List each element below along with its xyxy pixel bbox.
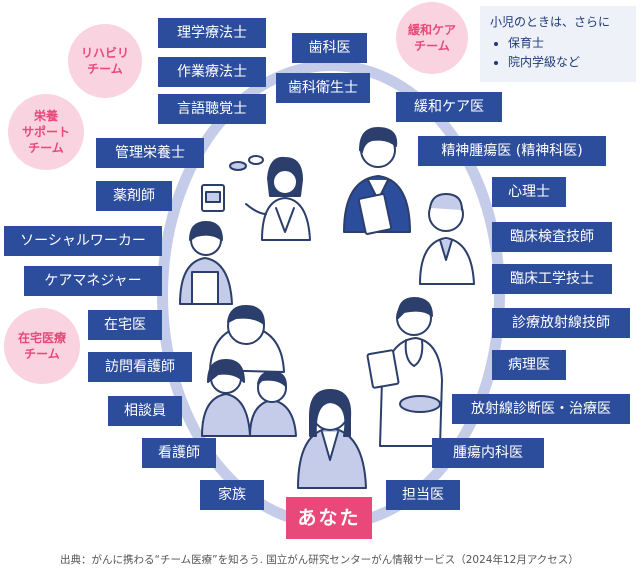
role-tag: 言語聴覚士 xyxy=(158,94,266,124)
team-circle-homecare: 在宅医療 チーム xyxy=(4,308,80,384)
role-tag: 精神腫瘍医 (精神科医) xyxy=(418,136,606,166)
role-tag: 臨床検査技師 xyxy=(492,222,612,252)
list-item: 院内学級など xyxy=(508,53,626,72)
role-tag: 病理医 xyxy=(492,350,566,380)
role-tag: 心理士 xyxy=(492,177,566,207)
role-tag: 在宅医 xyxy=(88,310,162,340)
team-circle-rehab: リハビリ チーム xyxy=(68,24,142,98)
source-citation: 出典：がんに携わる“チーム医療”を知ろう. 国立がん研究センターがん情報サービス… xyxy=(60,554,579,566)
role-tag: 緩和ケア医 xyxy=(396,92,502,122)
role-tag: 担当医 xyxy=(386,480,460,510)
role-tag: 放射線診断医・治療医 xyxy=(452,394,630,424)
role-tag: ケアマネジャー xyxy=(24,266,162,296)
role-tag: 歯科医 xyxy=(292,33,367,63)
role-tag: 訪問看護師 xyxy=(88,352,192,382)
role-tag: 家族 xyxy=(200,480,264,510)
team-circle-palliative: 緩和ケア チーム xyxy=(396,2,468,74)
role-tag: 歯科衛生士 xyxy=(276,73,370,103)
role-tag: 理学療法士 xyxy=(158,18,266,48)
role-tag: 看護師 xyxy=(142,438,216,468)
role-tag: 相談員 xyxy=(108,396,182,426)
role-tag: ソーシャルワーカー xyxy=(4,226,162,256)
role-tag: 薬剤師 xyxy=(96,181,172,211)
role-tag: 診療放射線技師 xyxy=(492,308,630,338)
pediatric-note-title: 小児のときは、さらに xyxy=(490,15,611,29)
you-label: あなた xyxy=(286,497,372,539)
role-tag: 臨床工学技士 xyxy=(492,264,612,294)
pediatric-note: 小児のときは、さらに 保育士 院内学級など xyxy=(480,6,636,82)
role-tag: 腫瘍内科医 xyxy=(432,438,544,468)
list-item: 保育士 xyxy=(508,34,626,53)
pediatric-note-list: 保育士 院内学級など xyxy=(490,34,626,72)
role-tag: 作業療法士 xyxy=(158,57,266,87)
role-tag: 管理栄養士 xyxy=(96,138,204,168)
team-circle-nutrition: 栄養 サポート チーム xyxy=(8,94,84,170)
